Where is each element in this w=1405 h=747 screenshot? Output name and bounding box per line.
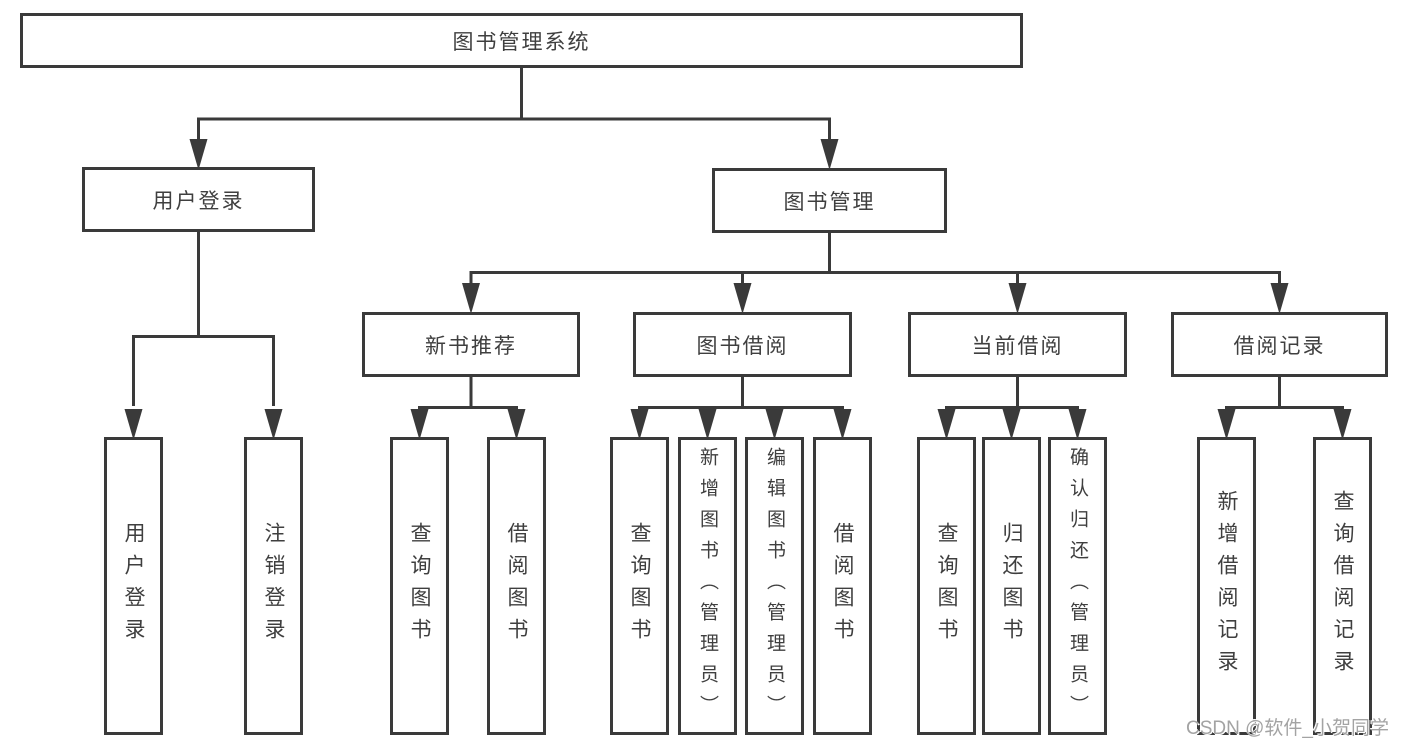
leaf-query-books-2: 查询图书 bbox=[610, 437, 669, 735]
leaf-borrow-books-1: 借阅图书 bbox=[487, 437, 546, 735]
leaf-label: 借阅图书 bbox=[831, 522, 854, 650]
leaf-query-books-1: 查询图书 bbox=[390, 437, 449, 735]
node-new-book-recommend-label: 新书推荐 bbox=[425, 334, 517, 358]
leaf-label: 查询借阅记录 bbox=[1331, 490, 1354, 682]
leaf-user-login: 用户登录 bbox=[104, 437, 163, 735]
leaf-add-books-admin: 新增图书（管理员） bbox=[678, 437, 737, 735]
leaf-query-borrow-record: 查询借阅记录 bbox=[1313, 437, 1372, 735]
node-book-borrow: 图书借阅 bbox=[633, 312, 852, 377]
node-new-book-recommend: 新书推荐 bbox=[362, 312, 580, 377]
leaf-label: 新增图书（管理员） bbox=[697, 446, 718, 726]
node-book-management-label: 图书管理 bbox=[783, 190, 876, 214]
leaf-confirm-return-admin: 确认归还（管理员） bbox=[1048, 437, 1107, 735]
leaf-label: 注销登录 bbox=[262, 522, 285, 650]
leaf-label: 用户登录 bbox=[122, 522, 145, 650]
leaf-label: 归还图书 bbox=[1000, 522, 1023, 650]
leaf-logout: 注销登录 bbox=[244, 437, 303, 735]
node-current-borrow-label: 当前借阅 bbox=[971, 334, 1064, 358]
leaf-label: 借阅图书 bbox=[505, 522, 528, 650]
leaf-add-borrow-record: 新增借阅记录 bbox=[1197, 437, 1256, 735]
leaf-label: 确认归还（管理员） bbox=[1067, 446, 1088, 726]
node-borrow-records: 借阅记录 bbox=[1171, 312, 1388, 377]
node-user-login: 用户登录 bbox=[82, 167, 315, 232]
node-root-label: 图书管理系统 bbox=[452, 30, 591, 54]
node-root: 图书管理系统 bbox=[20, 13, 1023, 68]
leaf-query-books-3: 查询图书 bbox=[917, 437, 976, 735]
leaf-label: 编辑图书（管理员） bbox=[764, 446, 785, 726]
watermark: CSDN @软件_小贺同学 bbox=[1186, 718, 1389, 739]
leaf-label: 查询图书 bbox=[408, 522, 431, 650]
node-book-management: 图书管理 bbox=[712, 168, 947, 233]
node-borrow-records-label: 借阅记录 bbox=[1233, 334, 1326, 358]
node-user-login-label: 用户登录 bbox=[152, 189, 245, 213]
leaf-label: 查询图书 bbox=[935, 522, 958, 650]
node-book-borrow-label: 图书借阅 bbox=[696, 334, 789, 358]
leaf-label: 新增借阅记录 bbox=[1215, 490, 1238, 682]
leaf-label: 查询图书 bbox=[628, 522, 651, 650]
leaf-borrow-books-2: 借阅图书 bbox=[813, 437, 872, 735]
node-current-borrow: 当前借阅 bbox=[908, 312, 1127, 377]
leaf-return-books: 归还图书 bbox=[982, 437, 1041, 735]
leaf-edit-books-admin: 编辑图书（管理员） bbox=[745, 437, 804, 735]
